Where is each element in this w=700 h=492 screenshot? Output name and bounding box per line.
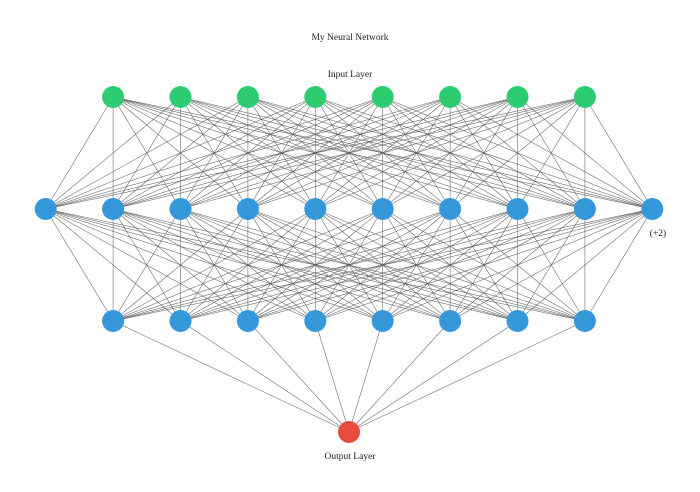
- edge-hidden1-9-to-hidden2-5: [449, 208, 653, 322]
- edge-hidden1-9-to-hidden2-7: [584, 208, 653, 322]
- hidden1-node-2: [102, 198, 125, 220]
- edge-hidden1-7-to-hidden2-0: [113, 208, 518, 322]
- edge-input-7-to-hidden1-6: [449, 96, 586, 210]
- edge-hidden2-0-to-output-0: [112, 320, 350, 433]
- hidden2-node-8: [573, 310, 596, 332]
- edge-hidden1-6-to-hidden2-0: [113, 208, 451, 322]
- input-node-2: [169, 86, 192, 108]
- edge-hidden1-9-to-hidden2-6: [517, 208, 653, 322]
- node-group: [34, 86, 664, 443]
- edge-hidden2-2-to-output-0: [247, 320, 350, 433]
- hidden1-node-9: [573, 198, 596, 220]
- hidden1-node-5: [304, 198, 327, 220]
- hidden2-node-5: [371, 310, 394, 332]
- hidden2-node-1: [102, 310, 125, 332]
- edge-input-7-to-hidden1-4: [315, 96, 586, 210]
- hidden2-node-7: [506, 310, 529, 332]
- edge-input-1-to-hidden1-0: [45, 96, 181, 210]
- edge-input-0-to-hidden1-0: [45, 96, 114, 210]
- hidden1-node-4: [236, 198, 259, 220]
- output-layer-label: Output Layer: [325, 452, 377, 462]
- edge-hidden2-5-to-output-0: [348, 320, 451, 433]
- input-node-4: [304, 86, 327, 108]
- input-node-7: [506, 86, 529, 108]
- edge-input-2-to-hidden1-0: [45, 96, 249, 210]
- hidden1-node-6: [371, 198, 394, 220]
- edge-input-7-to-hidden1-7: [517, 96, 586, 210]
- edge-input-7-to-hidden1-2: [180, 96, 585, 210]
- edge-hidden2-1-to-output-0: [180, 320, 350, 433]
- hidden1-node-1: [34, 198, 57, 220]
- edge-input-6-to-hidden1-0: [45, 96, 518, 210]
- edge-hidden2-7-to-output-0: [348, 320, 586, 433]
- input-layer-label: Input Layer: [328, 70, 373, 80]
- hidden1-node-8: [506, 198, 529, 220]
- input-node-6: [439, 86, 462, 108]
- hidden2-node-2: [169, 310, 192, 332]
- hidden1-node-7: [439, 198, 462, 220]
- edge-hidden1-8-to-hidden2-0: [113, 208, 585, 322]
- input-node-1: [102, 86, 125, 108]
- input-node-5: [371, 86, 394, 108]
- edge-input-4-to-hidden1-0: [45, 96, 383, 210]
- output-node-1: [338, 421, 360, 443]
- edge-hidden1-5-to-hidden2-0: [112, 208, 383, 322]
- edge-hidden1-2-to-hidden2-0: [112, 208, 181, 322]
- hidden2-node-6: [439, 310, 462, 332]
- edge-input-7-to-hidden1-1: [113, 96, 585, 210]
- hidden1-node-10: [641, 198, 664, 220]
- edge-input-7-to-hidden1-0: [45, 96, 585, 210]
- edge-input-7-to-hidden1-3: [247, 96, 585, 210]
- edge-hidden2-4-to-output-0: [348, 320, 383, 433]
- input-node-8: [573, 86, 596, 108]
- edge-hidden1-9-to-hidden2-2: [247, 208, 653, 322]
- edge-hidden1-9-to-hidden2-0: [113, 208, 653, 322]
- edge-hidden2-3-to-output-0: [315, 320, 350, 433]
- edge-hidden2-6-to-output-0: [348, 320, 518, 433]
- edge-input-5-to-hidden1-0: [45, 96, 451, 210]
- hidden2-node-4: [304, 310, 327, 332]
- edge-input-7-to-hidden1-9: [584, 96, 653, 210]
- edge-input-3-to-hidden1-0: [45, 96, 316, 210]
- edge-input-7-to-hidden1-5: [382, 96, 586, 210]
- hidden2-node-3: [236, 310, 259, 332]
- edge-group: [45, 96, 653, 433]
- edge-hidden1-9-to-hidden2-4: [382, 208, 653, 322]
- input-node-3: [236, 86, 259, 108]
- edge-hidden1-3-to-hidden2-0: [112, 208, 249, 322]
- hidden1-node-3: [169, 198, 192, 220]
- edge-hidden1-0-to-hidden2-0: [45, 208, 114, 322]
- edge-hidden1-9-to-hidden2-1: [180, 208, 653, 322]
- edge-hidden1-9-to-hidden2-3: [315, 208, 653, 322]
- edge-hidden1-4-to-hidden2-0: [112, 208, 316, 322]
- hidden-layer-overflow-annotation: (+2): [650, 228, 666, 239]
- diagram-title: My Neural Network: [311, 33, 388, 43]
